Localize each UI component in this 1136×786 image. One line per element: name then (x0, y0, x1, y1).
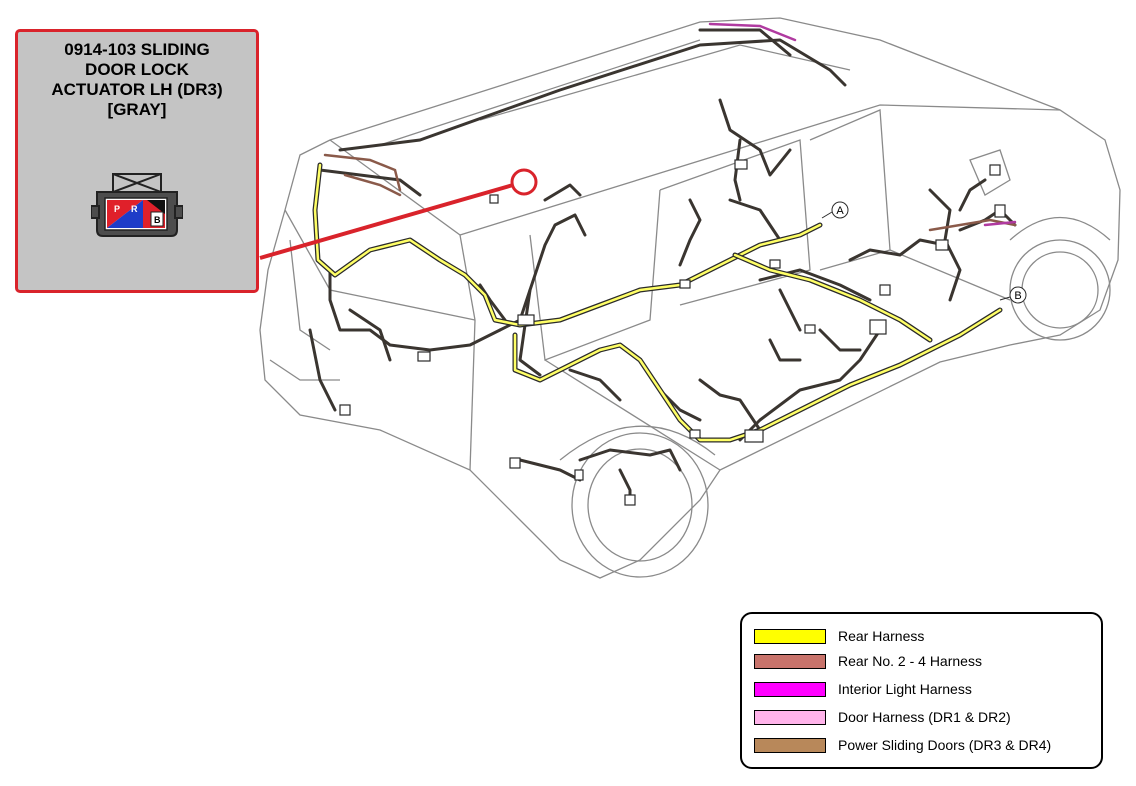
harness-connectors (339, 159, 1006, 506)
connector-callout: 0914-103 SLIDING DOOR LOCK ACTUATOR LH (… (15, 29, 259, 293)
dark-wiring-harness (308, 28, 1017, 502)
legend-swatch-interior-light-harness (754, 681, 826, 697)
legend-label-door-harness: Door Harness (DR1 & DR2) (838, 709, 1011, 725)
marker-a-label: A (836, 205, 844, 217)
legend-item-interior-light-harness: Interior Light Harness (754, 679, 972, 699)
connector-callout-title: 0914-103 SLIDING DOOR LOCK ACTUATOR LH (… (18, 40, 256, 120)
vehicle-body-outline (259, 17, 1121, 579)
legend-label-power-sliding-doors: Power Sliding Doors (DR3 & DR4) (838, 737, 1052, 753)
reference-marker-a: A (821, 201, 849, 219)
legend-swatch-rear-harness (754, 628, 826, 644)
legend-swatch-rear-no-2-4-harness (754, 653, 826, 669)
connector-face-icon: P R B (91, 173, 183, 237)
connector-pin-r: R (131, 204, 138, 214)
legend-item-door-harness: Door Harness (DR1 & DR2) (754, 707, 1011, 727)
marker-b-label: B (1014, 290, 1021, 302)
legend-item-rear-no-2-4-harness: Rear No. 2 - 4 Harness (754, 651, 982, 671)
brown-wiring-harness (323, 153, 1017, 232)
legend-swatch-power-sliding-doors (754, 737, 826, 753)
legend-label-interior-light-harness: Interior Light Harness (838, 681, 972, 697)
rear-harness-wire (312, 162, 1003, 443)
callout-title-line-2: DOOR LOCK (85, 60, 189, 79)
callout-title-line-3: ACTUATOR LH (DR3) (51, 80, 223, 99)
harness-legend: Rear Harness Rear No. 2 - 4 Harness Inte… (740, 612, 1103, 769)
connector-pin-p: P (114, 204, 120, 214)
interior-light-harness (708, 22, 1017, 227)
legend-label-rear-no-2-4-harness: Rear No. 2 - 4 Harness (838, 653, 982, 669)
connector-location-highlight (510, 168, 538, 196)
callout-leader-line (259, 183, 514, 260)
reference-marker-b: B (999, 286, 1027, 304)
legend-label-rear-harness: Rear Harness (838, 628, 925, 644)
legend-item-power-sliding-doors: Power Sliding Doors (DR3 & DR4) (754, 735, 1051, 755)
legend-swatch-door-harness (754, 709, 826, 725)
callout-title-line-4: [GRAY] (107, 100, 167, 119)
connector-pin-b: B (154, 215, 161, 225)
legend-item-rear-harness: Rear Harness (754, 626, 924, 646)
callout-title-line-1: 0914-103 SLIDING (64, 40, 210, 59)
